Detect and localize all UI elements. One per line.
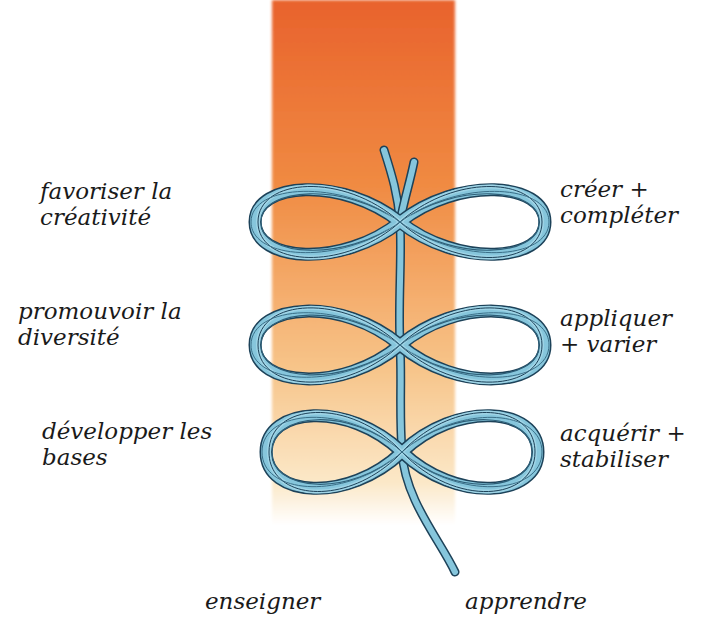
stage-label: promouvoir la diversité (18, 298, 218, 351)
ribbon-loop (262, 417, 542, 486)
stage-label: favoriser la créativité (40, 178, 210, 231)
stage-label: créer + compléter (560, 176, 698, 229)
stage-label: appliquer + varier (560, 305, 698, 358)
ribbon-loop (251, 313, 549, 378)
axis-label: enseigner (205, 588, 320, 614)
infinity-ribbons (251, 150, 549, 572)
stage-label: développer les bases (42, 418, 222, 471)
axis-label: apprendre (465, 588, 587, 614)
color-band (272, 0, 455, 525)
ribbon-loop (251, 191, 549, 252)
stage-label: acquérir + stabiliser (560, 420, 698, 473)
